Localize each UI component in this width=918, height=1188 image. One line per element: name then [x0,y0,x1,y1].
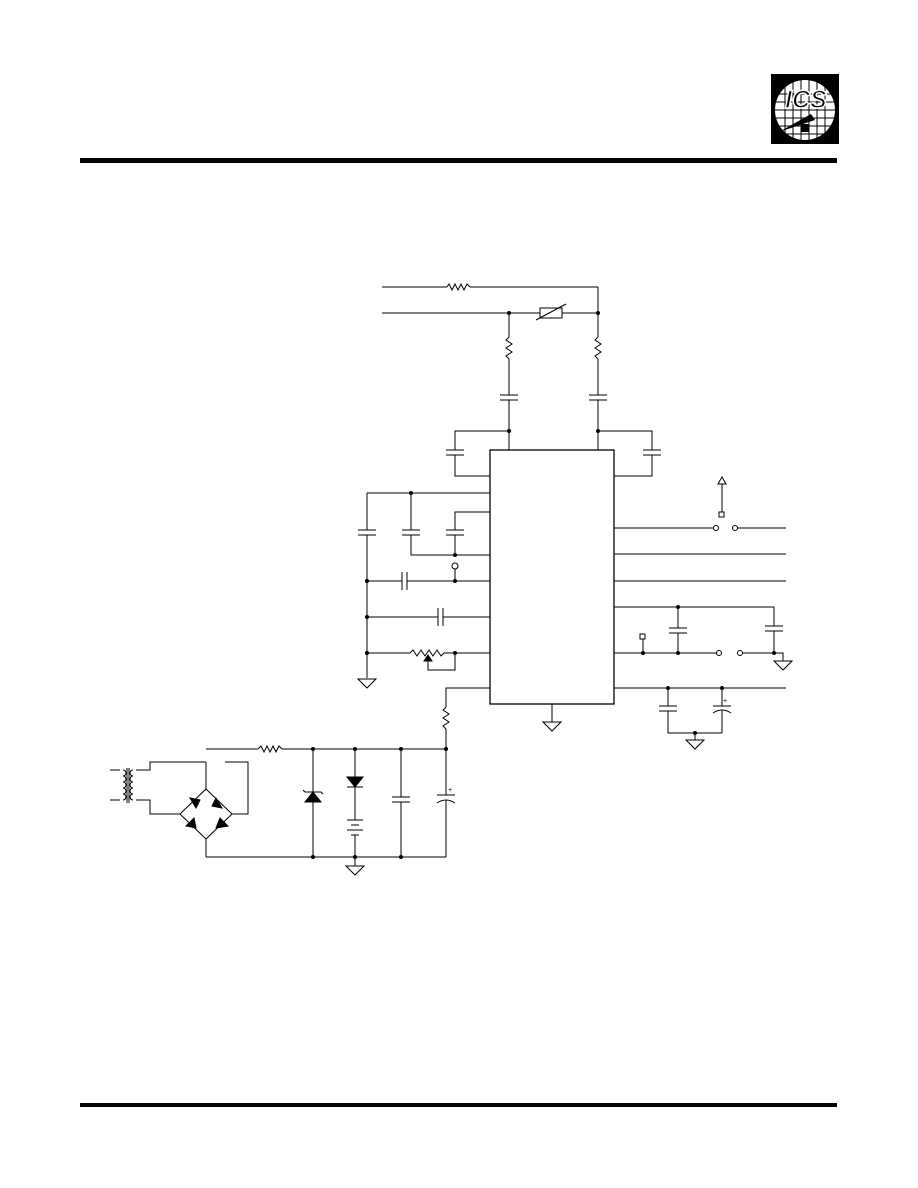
input-line-top [382,282,599,313]
branch-right [589,313,607,450]
right-switch-network [614,475,794,671]
bottom-right-caps: + [614,686,786,750]
resistor-icon [594,336,602,360]
resistor-icon [505,336,513,360]
zener-diode-icon [302,749,324,857]
bridge-rectifier-icon [179,761,249,857]
logo-text: ICS [785,86,827,114]
footer-rule [80,1103,837,1107]
electrolytic-capacitor-icon: + [436,749,456,857]
resistor-icon [257,744,283,754]
svg-text:+: + [723,698,727,705]
cap-top-right [598,430,661,477]
svg-text:+: + [448,787,452,794]
ics-logo-icon: ICS [771,74,839,144]
ic-ground [541,704,563,732]
header-rule [80,158,837,163]
integrated-circuit-body [489,449,615,705]
cap-top-left [446,430,509,477]
input-line-bottom [382,303,598,321]
resistor-icon [442,706,450,730]
left-cap-network [356,491,490,689]
capacitor-icon [392,749,410,857]
power-supply: + [110,744,456,876]
diode-icon [345,749,365,820]
transformer-icon [110,761,206,815]
branch-left [500,313,518,450]
battery-icon [344,819,366,876]
ic-power-feed [442,687,490,749]
potentiometer-icon [409,649,445,657]
